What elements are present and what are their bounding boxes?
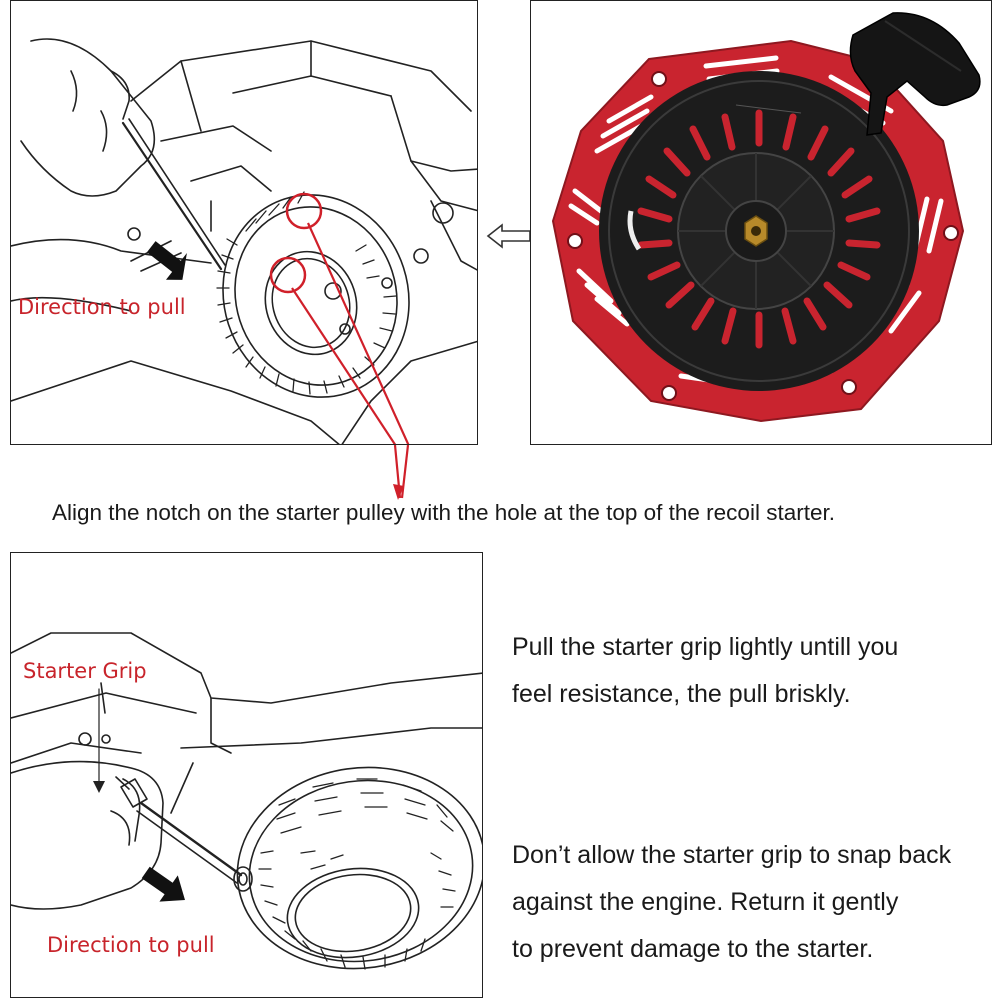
instruction-line: against the engine. Return it gently bbox=[512, 888, 899, 916]
direction-to-pull-label-top: Direction to pull bbox=[18, 295, 186, 319]
diagram-bottom-left: Starter Grip Direction to pull bbox=[10, 552, 483, 998]
hollow-left-arrow-icon bbox=[486, 223, 531, 249]
align-notch-caption: Align the notch on the starter pulley wi… bbox=[52, 500, 835, 525]
pull-instructions: Pull the starter grip lightly untill you… bbox=[512, 624, 898, 718]
starter-grip-label: Starter Grip bbox=[23, 659, 147, 683]
notch-callout-circle bbox=[269, 256, 307, 294]
direction-to-pull-label-bottom: Direction to pull bbox=[47, 933, 215, 957]
instruction-line: feel resistance, the pull briskly. bbox=[512, 680, 851, 708]
pull-direction-arrow bbox=[146, 241, 187, 280]
pull-grip-line-drawing bbox=[11, 632, 482, 970]
instruction-line: to prevent damage to the starter. bbox=[512, 935, 874, 963]
starter-grip-handle bbox=[849, 12, 981, 136]
pull-direction-arrow-bottom bbox=[141, 866, 185, 902]
return-instructions: Don’t allow the starter grip to snap bac… bbox=[512, 832, 951, 973]
recoil-starter-illustration bbox=[551, 12, 981, 423]
hole-callout-circle bbox=[285, 192, 323, 230]
recoil-starter-photo-panel bbox=[530, 0, 992, 445]
instruction-line: Pull the starter grip lightly untill you bbox=[512, 633, 899, 661]
diagram-top-left: Direction to pull bbox=[10, 0, 478, 445]
instruction-line: Don’t allow the starter grip to snap bac… bbox=[512, 841, 952, 869]
engine-recoil-line-drawing bbox=[11, 38, 477, 444]
